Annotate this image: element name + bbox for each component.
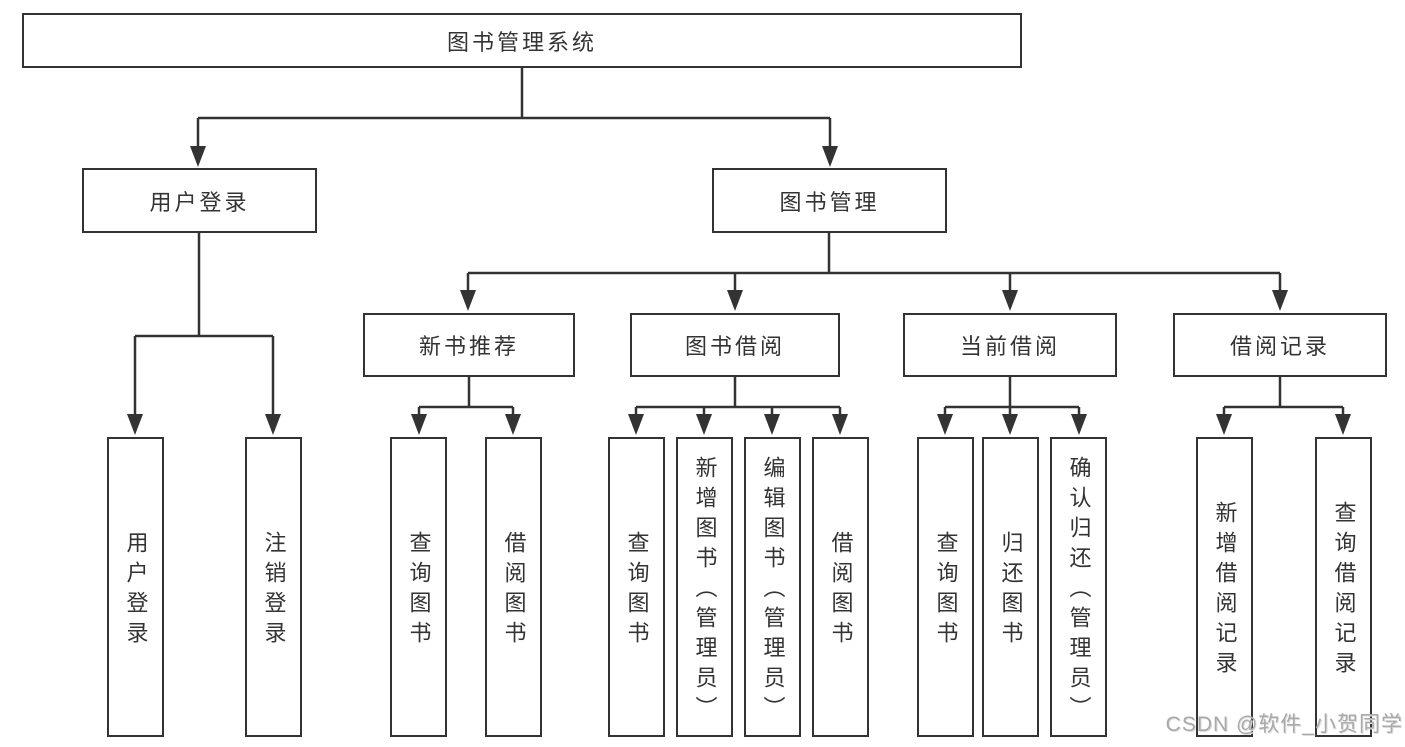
arrowhead-icon — [411, 414, 427, 435]
arrowhead-icon — [460, 290, 476, 311]
node-library-management-system: 图书管理系统 — [22, 13, 1022, 68]
arrowhead-icon — [127, 414, 143, 435]
leaf-borrow-books: 借阅图书 — [812, 437, 869, 737]
edge-book-management-to-children — [466, 233, 1282, 295]
leaf-add-book-admin: 新增图书（管理员） — [676, 437, 733, 737]
arrowhead-icon — [1002, 414, 1018, 435]
arrowhead-icon — [822, 146, 838, 167]
arrowhead-icon — [1272, 290, 1288, 311]
arrowhead-icon — [1216, 414, 1232, 435]
node-current-borrowing: 当前借阅 — [903, 313, 1117, 377]
leaf-logout: 注销登录 — [245, 437, 302, 737]
csdn-watermark: CSDN @软件_小贺同学 — [1165, 713, 1403, 736]
leaf-edit-book-admin: 编辑图书（管理员） — [744, 437, 801, 737]
edge-records-to-children — [1222, 377, 1345, 420]
edge-current-borrow-to-children — [943, 377, 1081, 420]
arrowhead-icon — [696, 414, 712, 435]
node-new-book-recommendation: 新书推荐 — [363, 313, 575, 377]
leaf-add-borrow-record: 新增借阅记录 — [1196, 437, 1253, 737]
leaf-confirm-return-admin: 确认归还（管理员） — [1050, 437, 1107, 737]
node-book-management: 图书管理 — [712, 168, 947, 233]
arrowhead-icon — [832, 414, 848, 435]
arrowhead-icon — [1335, 414, 1351, 435]
leaf-borrow-books-recommend: 借阅图书 — [485, 437, 542, 737]
arrowhead-icon — [190, 146, 206, 167]
edge-user-login-to-children — [133, 233, 275, 420]
arrowhead-icon — [1071, 414, 1087, 435]
leaf-query-books-recommend: 查询图书 — [390, 437, 447, 737]
arrowhead-icon — [505, 414, 521, 435]
arrowhead-icon — [727, 290, 743, 311]
leaf-query-books-current: 查询图书 — [917, 437, 974, 737]
arrowhead-icon — [1002, 290, 1018, 311]
edge-root-to-level2 — [196, 68, 832, 150]
arrowhead-icon — [265, 414, 281, 435]
node-borrowing-records: 借阅记录 — [1173, 313, 1387, 377]
node-user-login: 用户登录 — [82, 168, 317, 233]
edge-new-book-to-children — [417, 377, 515, 420]
leaf-query-books-borrow: 查询图书 — [608, 437, 665, 737]
node-book-borrowing: 图书借阅 — [630, 313, 840, 377]
arrowhead-icon — [628, 414, 644, 435]
edge-book-borrow-to-children — [634, 377, 842, 420]
leaf-user-login: 用户登录 — [107, 437, 164, 737]
arrowhead-icon — [937, 414, 953, 435]
leaf-query-borrow-record: 查询借阅记录 — [1315, 437, 1372, 737]
arrowheads — [127, 146, 1351, 435]
arrowhead-icon — [764, 414, 780, 435]
leaf-return-book: 归还图书 — [982, 437, 1039, 737]
